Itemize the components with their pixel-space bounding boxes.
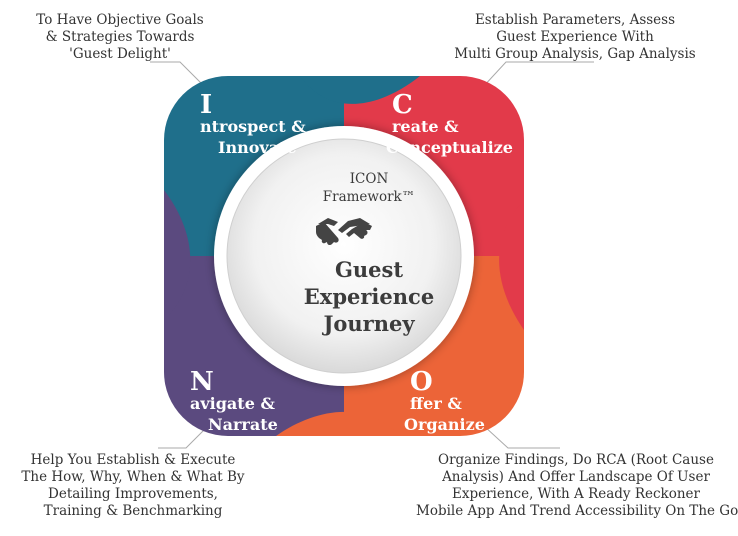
- note-line: Analysis) And Offer Landscape Of User: [442, 469, 710, 485]
- note-line: & Strategies Towards: [45, 29, 195, 45]
- note-line: Detailing Improvements,: [48, 486, 218, 502]
- offer-initial: O: [410, 367, 433, 397]
- note-line: Guest Experience With: [496, 29, 654, 45]
- note-line: Training & Benchmarking: [43, 503, 223, 519]
- handshake-icon: [316, 218, 372, 246]
- swirl-red-into-orange: [499, 200, 524, 330]
- swirl-orange-into-purple: [276, 411, 400, 436]
- navigate-line2: Narrate: [208, 415, 278, 434]
- introspect-line2: Innovate: [218, 138, 297, 157]
- center-disc: [226, 138, 462, 374]
- leader-line-bottom-left: [158, 425, 209, 449]
- note-top-left: To Have Objective Goals & Strategies Tow…: [22, 12, 218, 63]
- center-title-line-2: Experience: [303, 284, 435, 309]
- note-line: 'Guest Delight': [69, 46, 171, 62]
- note-line: Help You Establish & Execute: [30, 452, 236, 468]
- create-line2: Conceptualize: [386, 138, 513, 157]
- leader-line-top-left: [150, 61, 207, 89]
- leader-lines: [150, 61, 594, 449]
- center-framework-label: ICON Framework™: [269, 170, 469, 206]
- note-line: Organize Findings, Do RCA (Root Cause: [438, 452, 714, 468]
- note-bottom-right: Organize Findings, Do RCA (Root Cause An…: [416, 452, 738, 520]
- note-line: Experience, With A Ready Reckoner: [451, 486, 701, 502]
- note-line: Mobile App And Trend Accessibility On Th…: [416, 503, 738, 519]
- swirl-purple-into-teal: [164, 190, 191, 320]
- navigate-initial: N: [190, 367, 214, 397]
- center-title-line-3: Journey: [323, 311, 415, 336]
- swirl-teal-into-red: [300, 76, 420, 104]
- leader-line-bottom-right: [483, 425, 560, 449]
- create-initial: C: [392, 90, 413, 120]
- navigate-rest: avigate &: [190, 394, 275, 413]
- offer-line2: Organize: [404, 415, 485, 434]
- center-line1: ICON: [349, 171, 389, 187]
- center-line2: Framework™: [322, 189, 416, 205]
- center-title: Guest Experience Journey: [244, 256, 494, 337]
- note-line: Establish Parameters, Assess: [474, 12, 676, 28]
- introspect-initial: I: [200, 90, 213, 120]
- offer-rest: ffer &: [410, 394, 462, 413]
- note-top-right: Establish Parameters, Assess Guest Exper…: [440, 12, 710, 63]
- create-rest: reate &: [392, 117, 459, 136]
- note-bottom-left: Help You Establish & Execute The How, Wh…: [2, 452, 264, 520]
- leader-line-top-right: [481, 61, 594, 89]
- note-line: The How, Why, When & What By: [21, 469, 245, 485]
- center-title-line-1: Guest: [334, 257, 404, 282]
- introspect-rest: ntrospect &: [200, 117, 306, 136]
- note-line: Multi Group Analysis, Gap Analysis: [454, 46, 696, 62]
- note-line: To Have Objective Goals: [36, 12, 204, 28]
